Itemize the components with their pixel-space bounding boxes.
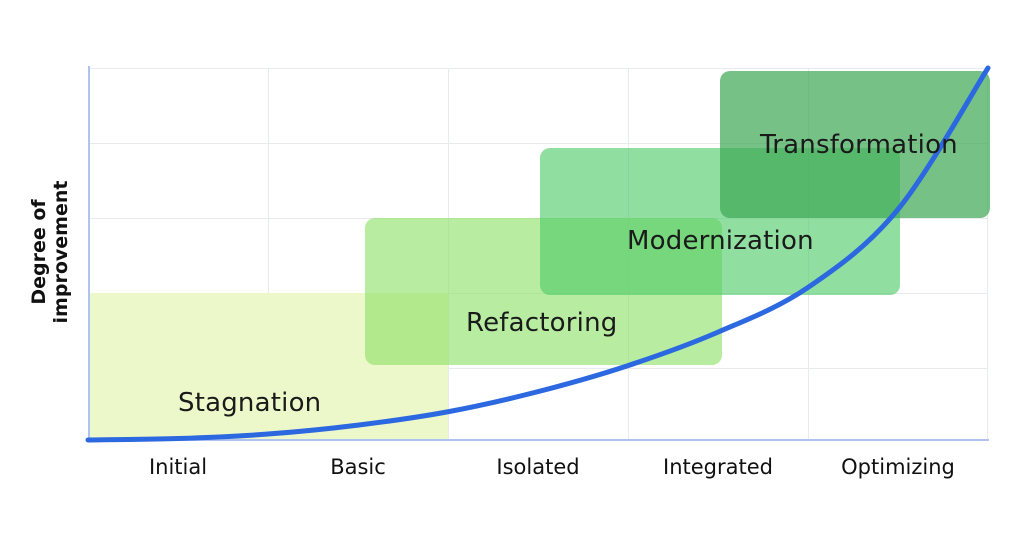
- gridline-horizontal: [88, 68, 988, 69]
- x-tick-optimizing: Optimizing: [841, 455, 955, 479]
- x-tick-isolated: Isolated: [496, 455, 580, 479]
- x-tick-basic: Basic: [330, 455, 386, 479]
- x-tick-initial: Initial: [148, 455, 208, 479]
- band-label-stagnation: Stagnation: [178, 388, 322, 418]
- band-label-refactoring: Refactoring: [466, 308, 618, 338]
- band-label-modernization: Modernization: [627, 226, 814, 256]
- plot-area: [88, 68, 990, 440]
- x-axis-line: [88, 439, 989, 441]
- band-label-transformation: Transformation: [760, 130, 958, 160]
- y-axis-line: [88, 66, 90, 442]
- y-axis-title: Degree of improvement: [28, 180, 72, 324]
- x-tick-integrated: Integrated: [663, 455, 773, 479]
